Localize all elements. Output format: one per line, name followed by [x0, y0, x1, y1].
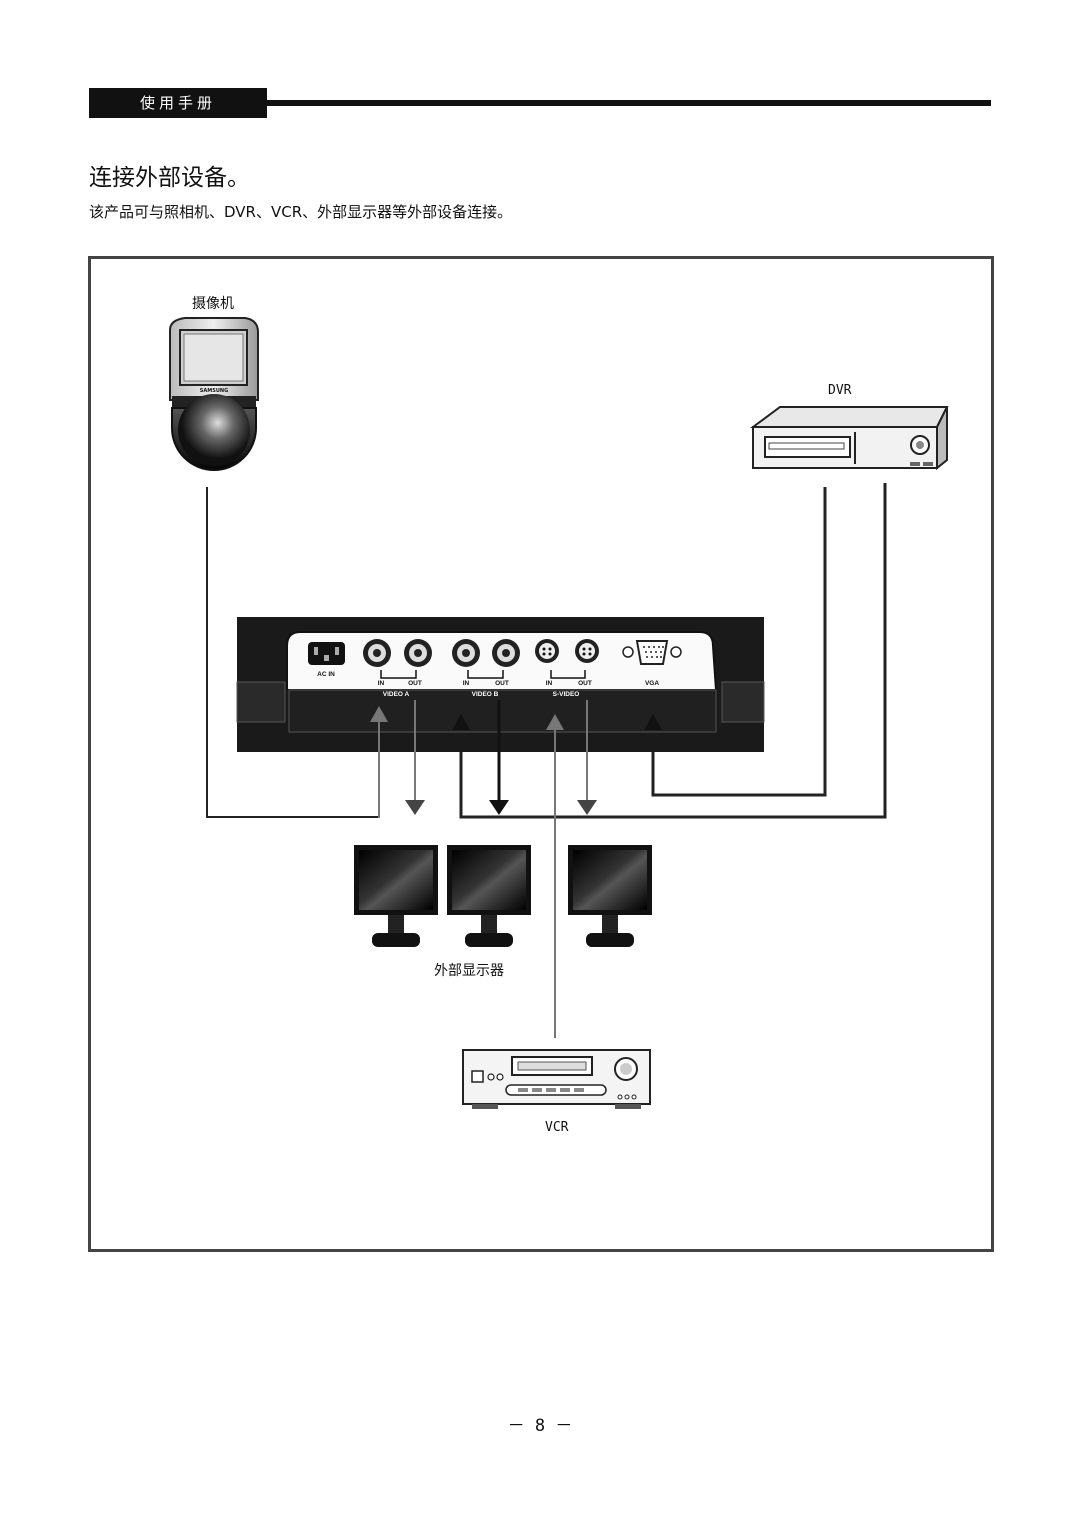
vcr-label: VCR [545, 1120, 569, 1135]
vcr-illustration [462, 1049, 651, 1109]
ac-in-label: AC IN [317, 671, 335, 678]
out-label-b: OUT [495, 680, 509, 687]
external-monitors [354, 845, 652, 947]
monitors-label: 外部显示器 [434, 963, 504, 979]
dvr-video-cable [459, 483, 887, 819]
camera-illustration: SAMSUNG [169, 317, 259, 471]
manual-header-label: 使用手册 [139, 94, 216, 112]
in-label-a: IN [378, 680, 385, 687]
manual-header-tab: 使用手册 [89, 88, 267, 118]
connection-diagram-frame [88, 256, 994, 1252]
external-monitor-2 [447, 845, 531, 947]
in-label-s: IN [546, 680, 553, 687]
video-b-label: VIDEO B [472, 691, 499, 698]
page-number: － 8 － [507, 1416, 573, 1436]
s-video-label: S-VIDEO [553, 691, 580, 698]
out-label-a: OUT [408, 680, 422, 687]
dvr-vga-cable [651, 487, 827, 797]
s-video-connectors [535, 639, 599, 663]
vga-label: VGA [645, 680, 659, 687]
monitor-rear-panel: AC IN IN OUT IN OUT IN OUT VGA VIDEO A V… [236, 617, 765, 752]
in-label-b: IN [463, 680, 470, 687]
video-a-label: VIDEO A [383, 691, 410, 698]
dvr-label: DVR [828, 383, 852, 398]
intro-text: 该产品可与照相机、DVR、VCR、外部显示器等外部设备连接。 [89, 203, 513, 221]
signal-arrows [370, 700, 662, 1038]
camera-brand: SAMSUNG [200, 388, 228, 394]
bnc-connectors [363, 639, 520, 667]
out-label-s: OUT [578, 680, 592, 687]
external-monitor-3 [568, 845, 652, 947]
vga-connector [622, 640, 682, 665]
dvr-illustration [749, 406, 949, 471]
header-rule [267, 100, 991, 106]
camera-label: 摄像机 [192, 296, 234, 312]
external-monitor-1 [354, 845, 438, 947]
page-title: 连接外部设备。 [89, 165, 250, 191]
